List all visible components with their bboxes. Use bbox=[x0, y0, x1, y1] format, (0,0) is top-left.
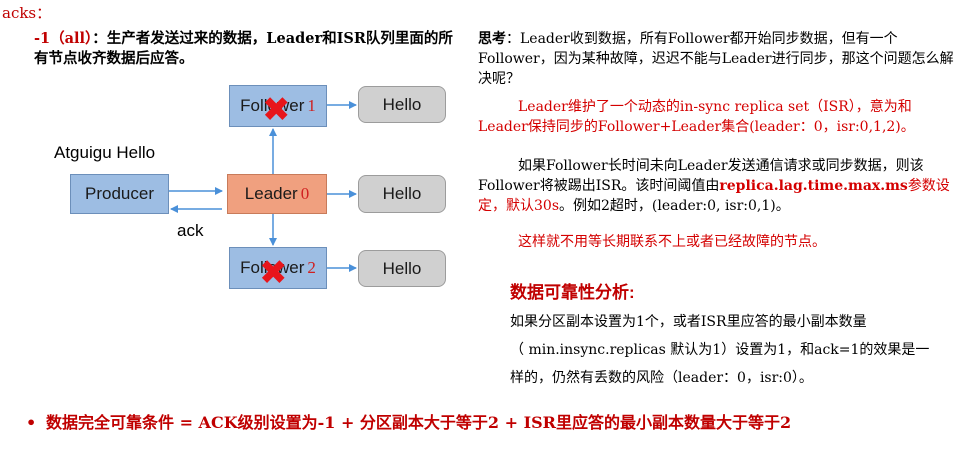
acks-heading: acks： bbox=[2, 4, 52, 22]
failure-cross-icon: ✖ bbox=[259, 253, 288, 293]
think-question-text: ：Leader收到数据，所有Follower都开始同步数据，但有一个Follow… bbox=[478, 31, 954, 87]
follower1-number: 1 bbox=[307, 96, 316, 115]
lag-param-name: replica.lag.time.max.ms bbox=[719, 178, 908, 194]
acks-all-label: -1（all） bbox=[34, 30, 93, 47]
reliability-condition-text: 数据完全可靠条件 = ACK级别设置为-1 + 分区副本大于等于2 + ISR里… bbox=[46, 413, 792, 432]
follower1-label: Follower bbox=[240, 96, 305, 115]
isr-eviction-explanation: 如果Follower长时间未向Leader发送通信请求或同步数据，则该Follo… bbox=[478, 156, 954, 216]
hello-node-2: Hello bbox=[358, 175, 446, 213]
reliability-line-2: （ min.insync.replicas 默认为1）设置为1，和ack=1的效… bbox=[510, 342, 930, 358]
acks-all-description: -1（all）：生产者发送过来的数据，Leader和ISR队列里面的所有节点收齐… bbox=[34, 29, 454, 69]
producer-node: Producer bbox=[70, 174, 169, 214]
hello-node-1: Hello bbox=[358, 86, 446, 123]
reliability-heading: 数据可靠性分析: bbox=[510, 283, 635, 302]
eviction-text: 如果Follower长时间未向Leader发送通信请求或同步数据，则该Follo… bbox=[478, 158, 924, 194]
follower2-label: Follower bbox=[240, 258, 305, 277]
reliability-line-3: 样的，仍然有丢数的风险（leader：0，isr:0）。 bbox=[510, 370, 813, 386]
reliability-line-1: 如果分区副本设置为1个，或者ISR里应答的最小副本数量 bbox=[510, 314, 867, 330]
producer-label: Producer bbox=[85, 184, 154, 203]
example-text: 。例如2超时，(leader:0, isr:0,1)。 bbox=[559, 198, 790, 214]
follower2-number: 2 bbox=[307, 258, 316, 277]
ack-label: ack bbox=[177, 221, 204, 240]
hello-label-1: Hello bbox=[382, 94, 422, 114]
bullet-icon: • bbox=[26, 413, 37, 432]
acks-all-text: ：生产者发送过来的数据，Leader和ISR队列里面的所有节点收齐数据后应答。 bbox=[34, 30, 453, 67]
diagram-title: Atguigu Hello bbox=[54, 143, 156, 162]
reliability-body: 如果分区副本设置为1个，或者ISR里应答的最小副本数量 （ min.insync… bbox=[510, 308, 950, 392]
hello-label-3: Hello bbox=[382, 258, 422, 278]
failure-cross-icon: ✖ bbox=[262, 90, 291, 130]
isr-conclusion: 这样就不用等长期联系不上或者已经故障的节点。 bbox=[518, 234, 826, 250]
default-setting-text: 参数设定，默认30s bbox=[478, 178, 950, 214]
hello-label-2: Hello bbox=[382, 184, 422, 203]
isr-explanation: Leader维护了一个动态的in-sync replica set（ISR），意… bbox=[478, 99, 915, 135]
leader-number: 0 bbox=[300, 184, 310, 203]
hello-node-3: Hello bbox=[358, 250, 446, 287]
think-label: 思考 bbox=[478, 31, 506, 47]
reliability-condition: • 数据完全可靠条件 = ACK级别设置为-1 + 分区副本大于等于2 + ISR… bbox=[26, 409, 791, 433]
leader-label: Leader bbox=[244, 184, 298, 203]
think-question: 思考：Leader收到数据，所有Follower都开始同步数据，但有一个Foll… bbox=[478, 29, 954, 89]
